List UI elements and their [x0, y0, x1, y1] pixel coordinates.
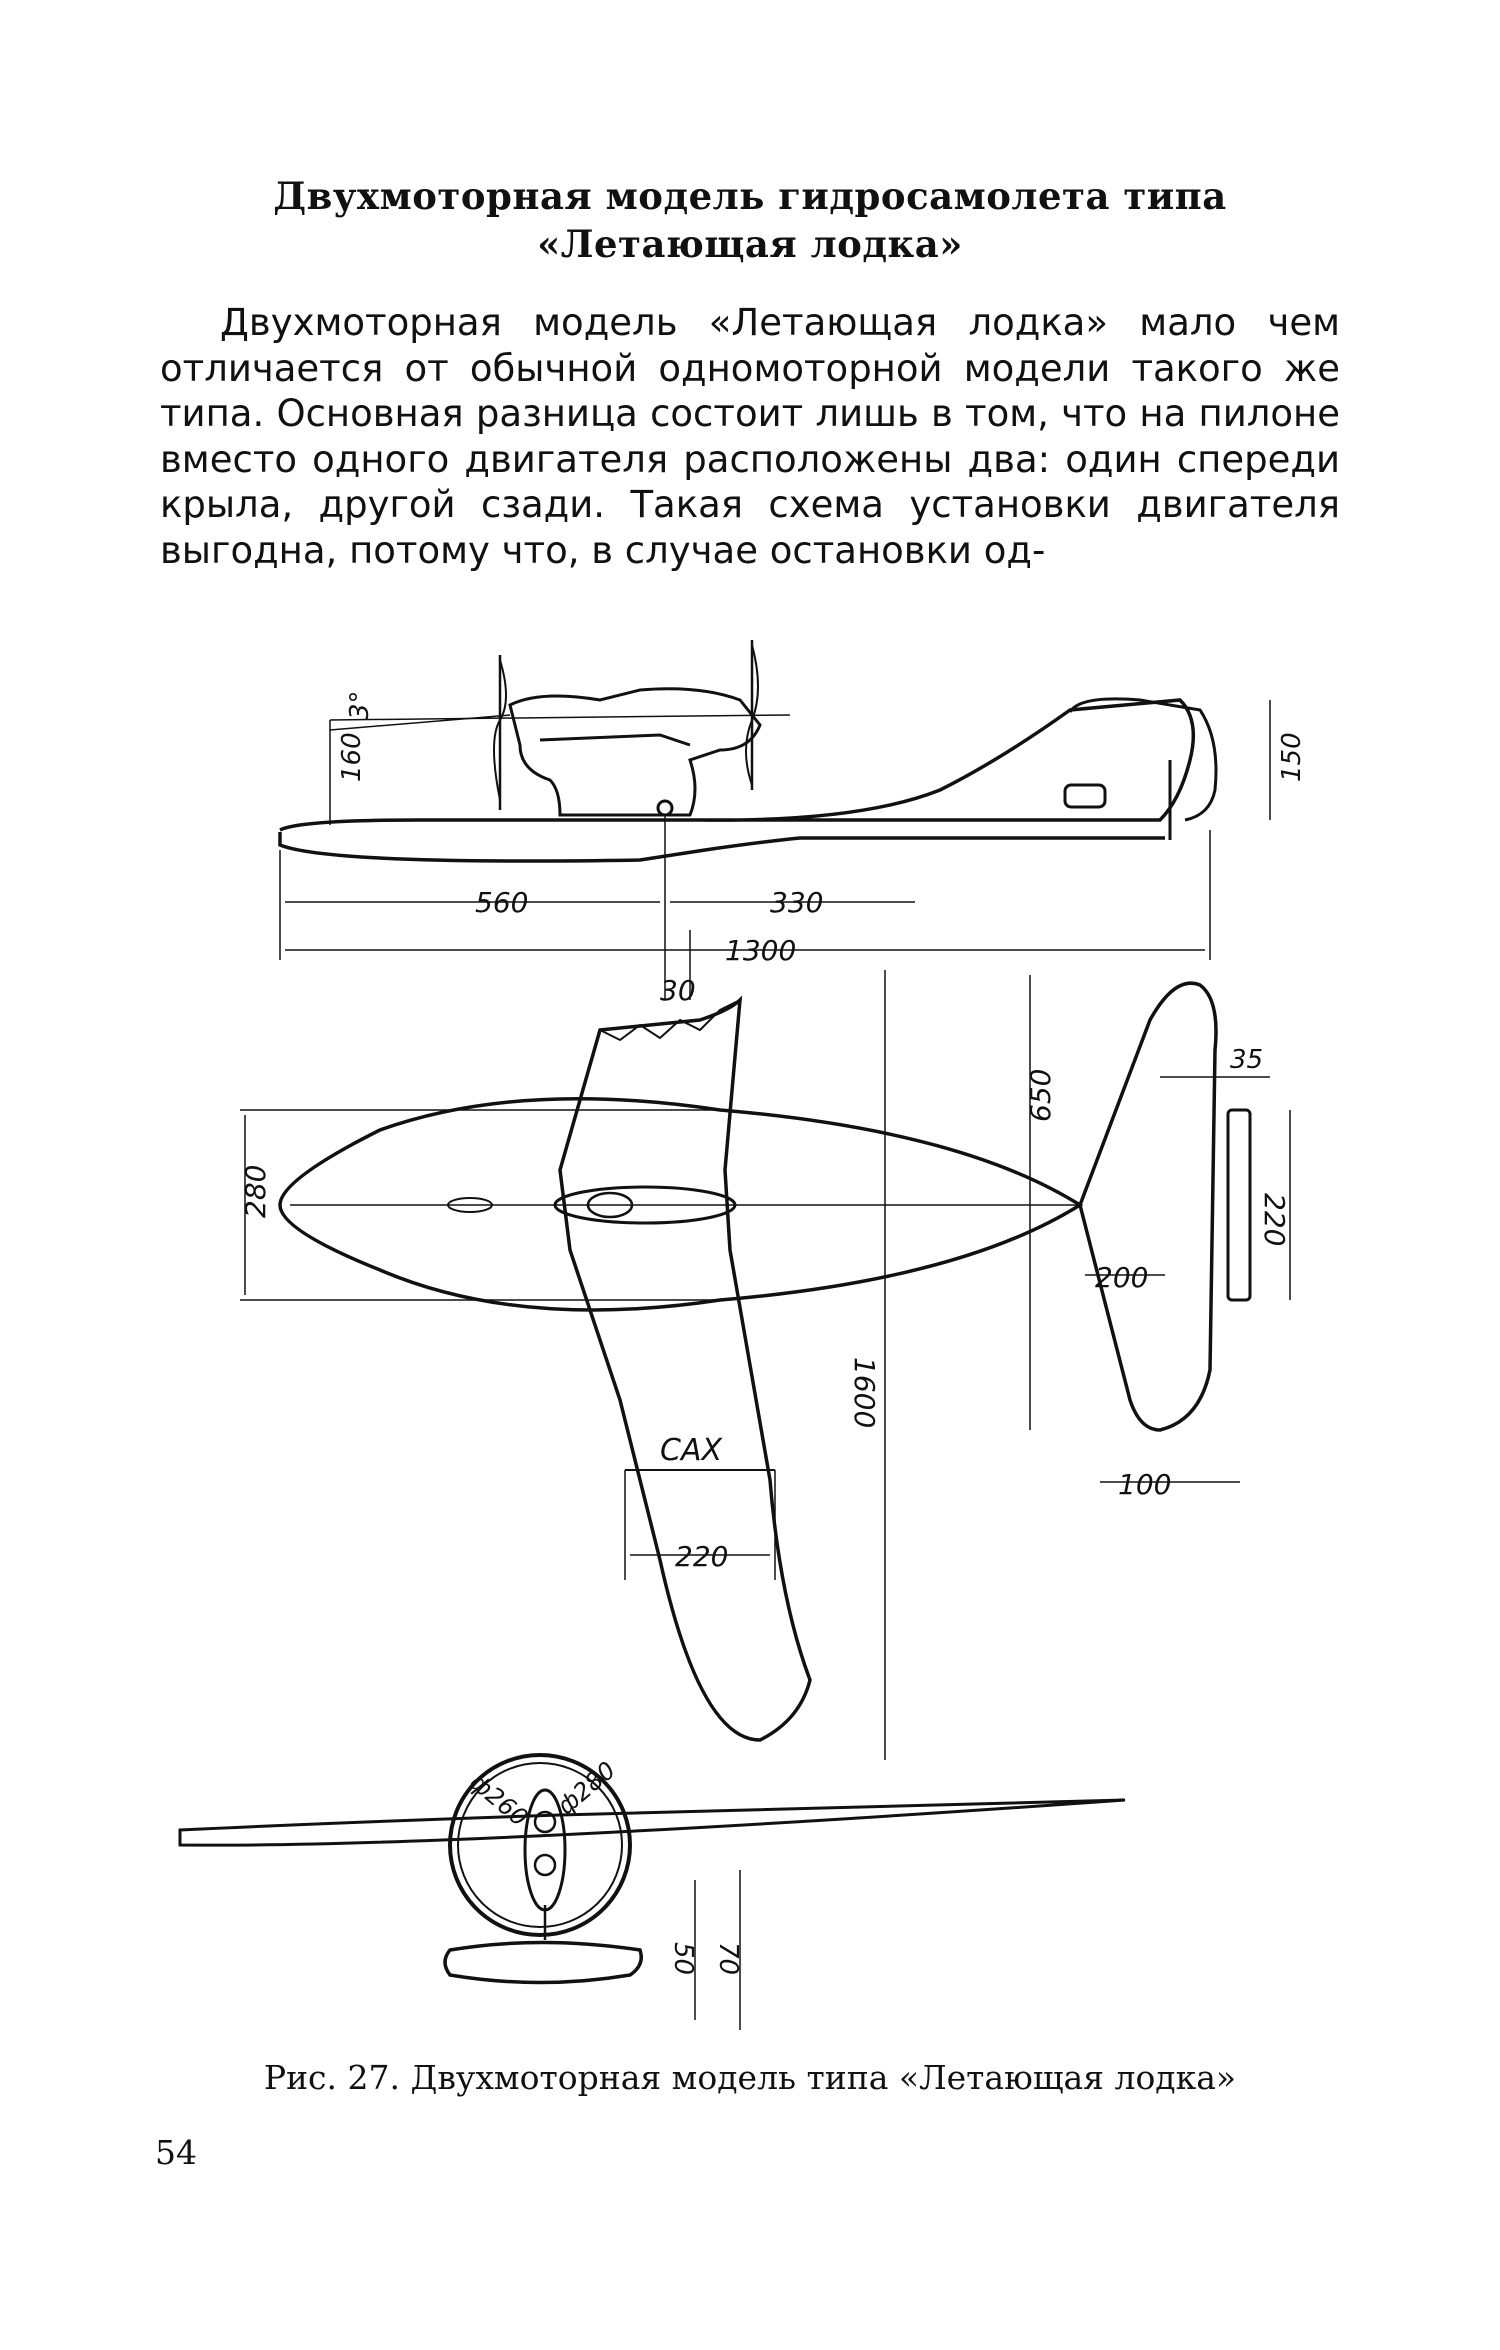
side-view: 3° 160 150 560 330 1300 30 — [278, 640, 1307, 1007]
rear-propeller-blade — [745, 644, 759, 786]
stabilizer-top-outline — [1078, 981, 1218, 1432]
front-spinner — [447, 1197, 493, 1213]
angle-line — [329, 714, 511, 731]
mac-label: САХ — [660, 1433, 723, 1468]
dim-1300-label: 1300 — [725, 934, 796, 967]
fin-top-view — [1226, 1108, 1252, 1302]
wing-break-edge — [599, 999, 741, 1042]
dim-150-label: 150 — [1277, 732, 1307, 782]
figure-27-drawing: 3° 160 150 560 330 1300 30 — [0, 590, 1500, 2060]
heading-line-2: «Летающая лодка» — [537, 222, 963, 266]
dim-280-label: 280 — [239, 1165, 272, 1218]
propeller-disc-outer — [448, 1753, 632, 1937]
dim-100-label: 100 — [1118, 1468, 1171, 1501]
wing-top-outline — [558, 995, 812, 1742]
top-view: САХ 220 280 1600 650 200 — [239, 970, 1291, 1760]
dim-160-label: 160 — [337, 732, 367, 782]
pylon-pivot — [656, 799, 674, 817]
dim-200-label: 200 — [1095, 1261, 1148, 1294]
section-heading: Двухмоторная модель гидросамолета типа «… — [250, 172, 1250, 268]
wing-section-line — [539, 733, 691, 747]
cockpit-top — [586, 1191, 634, 1219]
engine-nacelle — [553, 1185, 737, 1225]
hull-front — [443, 1940, 643, 1985]
heading-line-1: Двухмоторная модель гидросамолета типа — [273, 174, 1227, 218]
hull-side-outline — [279, 698, 1196, 832]
hull-bottom-line — [278, 832, 1165, 863]
dia-260-label: ф260 — [464, 1768, 533, 1832]
page-number: 54 — [155, 2133, 197, 2172]
figure-caption: Рис. 27. Двухмоторная модель типа «Летаю… — [263, 2058, 1237, 2097]
dim-70-label: 70 — [713, 1942, 743, 1975]
aircraft-drawing-svg: 3° 160 150 560 330 1300 30 — [178, 640, 1307, 2030]
front-view: ф260 ф280 50 70 — [178, 1753, 1126, 2030]
propeller-disc-inner — [457, 1762, 623, 1928]
front-hub — [533, 1810, 557, 1834]
engine-pylon-side — [508, 687, 762, 817]
cockpit-window — [1063, 783, 1107, 809]
rear-hub — [533, 1853, 557, 1877]
dim-35-label: 35 — [1230, 1045, 1263, 1075]
dim-330-label: 330 — [770, 886, 823, 919]
body-paragraph: Двухмоторная модель «Летающая лодка» мал… — [160, 301, 1340, 572]
dim-220-fin-label: 220 — [1258, 1193, 1291, 1246]
thrust-line — [329, 714, 791, 721]
dim-650-label: 650 — [1024, 1069, 1057, 1122]
dim-30-label: 30 — [660, 974, 696, 1007]
front-propeller-blade — [493, 659, 507, 801]
angle-label: 3° — [345, 690, 375, 720]
dim-50-label: 50 — [668, 1942, 698, 1975]
mac-chord-label: 220 — [675, 1540, 728, 1573]
dim-560-label: 560 — [475, 886, 528, 919]
hull-top-outline — [278, 1097, 1084, 1312]
wing-front-outline — [178, 1798, 1126, 1847]
dim-1600-label: 1600 — [848, 1357, 881, 1428]
tail-fin-side — [1068, 697, 1218, 822]
